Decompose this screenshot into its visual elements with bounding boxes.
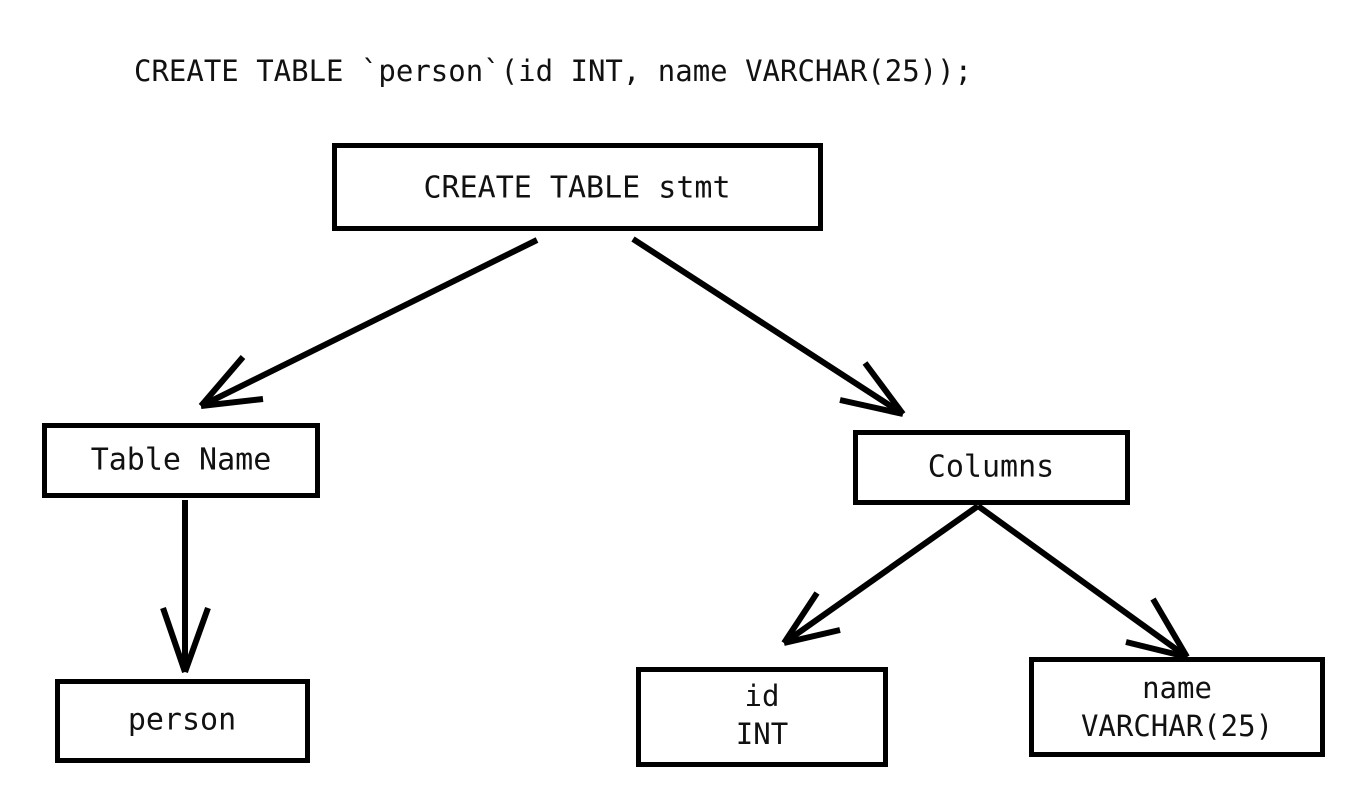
node-columns[interactable]: Columns bbox=[853, 430, 1130, 505]
node-column-id-type: INT bbox=[736, 717, 788, 751]
node-column-name-type: VARCHAR(25) bbox=[1081, 709, 1273, 743]
node-table-name[interactable]: Table Name bbox=[42, 423, 320, 498]
node-column-id-name: id bbox=[745, 679, 780, 713]
edge-columns-to-name bbox=[976, 503, 1190, 660]
sql-statement-title: CREATE TABLE `person`(id INT, name VARCH… bbox=[134, 54, 972, 88]
edge-root-to-table-name bbox=[198, 237, 539, 409]
node-person-value-label: person bbox=[128, 703, 236, 738]
node-create-table-stmt-label: CREATE TABLE stmt bbox=[423, 171, 730, 206]
edge-columns-to-id bbox=[781, 503, 980, 646]
node-column-name[interactable]: name VARCHAR(25) bbox=[1029, 657, 1325, 757]
node-person-value[interactable]: person bbox=[55, 679, 310, 763]
node-table-name-label: Table Name bbox=[91, 443, 272, 478]
node-column-name-name: name bbox=[1142, 671, 1212, 705]
node-columns-label: Columns bbox=[928, 450, 1054, 485]
edge-root-to-columns bbox=[631, 236, 906, 417]
node-create-table-stmt[interactable]: CREATE TABLE stmt bbox=[332, 143, 823, 231]
node-column-id[interactable]: id INT bbox=[636, 667, 888, 767]
edge-table-name-to-person bbox=[160, 500, 211, 674]
